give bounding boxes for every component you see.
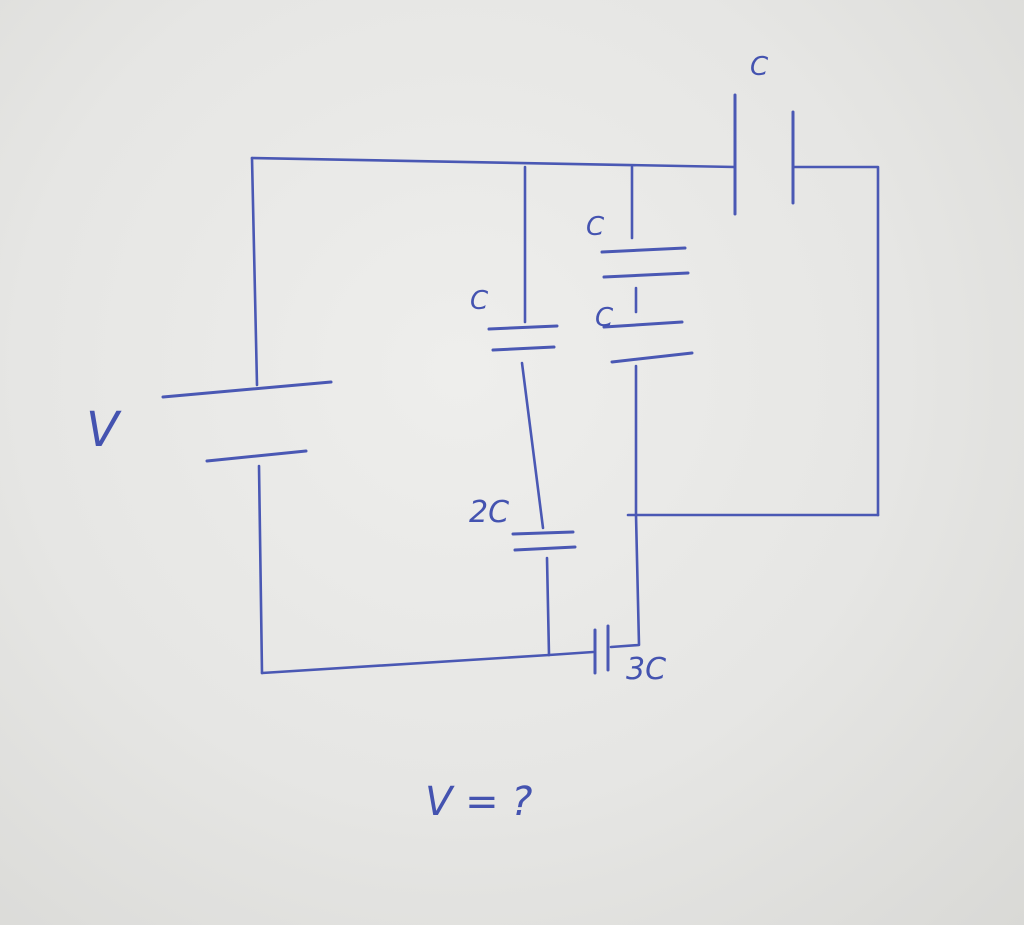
wire-top-right: [791, 165, 880, 517]
cap-branch2b-plate-top: [602, 320, 684, 329]
cap-2c-plate-top: [511, 530, 575, 536]
wire-left-upper: [250, 156, 259, 387]
wire-top: [250, 156, 737, 169]
cap-branch2a-plate-top: [600, 246, 687, 254]
label-cap-3c: 3C: [626, 652, 666, 687]
cap-2c-plate-bottom: [513, 545, 577, 552]
cap-branch1-plate-bottom: [491, 345, 556, 352]
wire-bottom: [260, 653, 551, 675]
wire-branch1-bottom: [545, 556, 551, 657]
label-cap-top-branch: C: [586, 212, 605, 242]
wire-bottom-to-3c: [547, 650, 595, 657]
wire-left-lower: [257, 464, 264, 675]
wire-branch1-middle: [520, 361, 545, 530]
label-cap-left-branch: C: [470, 286, 489, 316]
label-cap-middle-branch: C: [595, 303, 614, 333]
battery-plate-long: [161, 380, 333, 399]
battery-plate-short: [205, 449, 308, 463]
label-source-voltage: V: [86, 402, 122, 458]
wire-branch2-bottom: [609, 364, 641, 649]
label-cap-top-series: C: [750, 52, 769, 82]
label-cap-2c: 2C: [469, 495, 509, 530]
label-question: V = ?: [425, 779, 533, 825]
cap-branch2a-plate-bottom: [602, 271, 690, 279]
cap-branch2b-plate-bottom: [610, 351, 694, 364]
cap-branch1-plate-top: [487, 324, 559, 331]
